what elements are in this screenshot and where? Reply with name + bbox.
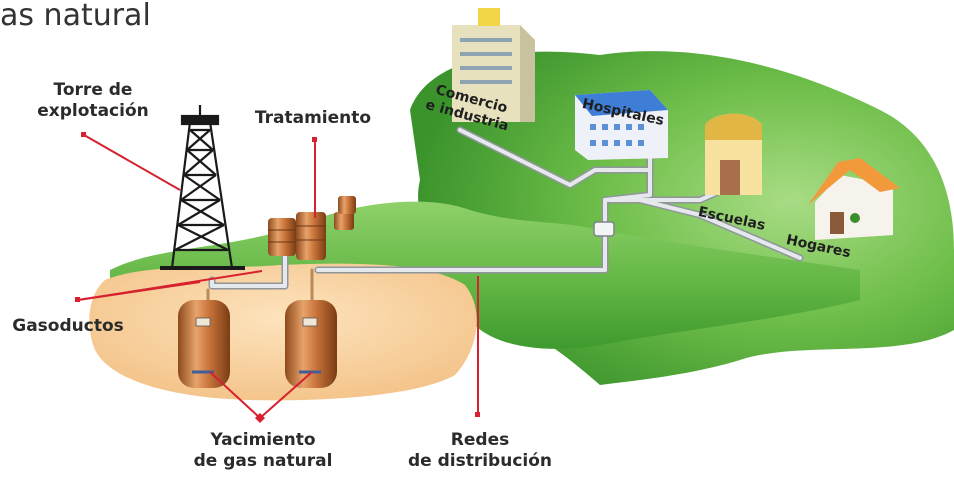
label-redes-line2: de distribución bbox=[407, 451, 553, 471]
label-torre: Torre de explotación bbox=[18, 80, 168, 122]
label-tratamiento: Tratamiento bbox=[254, 108, 372, 128]
label-yacimiento-line2: de gas natural bbox=[193, 451, 333, 471]
pointer-lines bbox=[75, 132, 480, 423]
label-redes: Redes de distribución bbox=[395, 430, 565, 472]
label-torre-line2: explotación bbox=[37, 101, 149, 121]
building-hogares bbox=[808, 158, 900, 240]
building-hospitales bbox=[575, 90, 668, 160]
derrick-tower bbox=[160, 105, 245, 270]
building-comercio bbox=[452, 8, 535, 122]
building-escuelas bbox=[705, 113, 762, 195]
label-redes-line1: Redes bbox=[450, 430, 510, 450]
page-title: as natural bbox=[0, 0, 151, 33]
label-yacimiento-line1: Yacimiento bbox=[210, 430, 316, 450]
deposit-tanks bbox=[178, 300, 337, 388]
label-yacimiento: Yacimiento de gas natural bbox=[178, 430, 348, 472]
treatment-tanks bbox=[268, 196, 356, 260]
label-torre-line1: Torre de bbox=[53, 80, 133, 100]
label-gasoductos: Gasoductos bbox=[12, 316, 124, 336]
